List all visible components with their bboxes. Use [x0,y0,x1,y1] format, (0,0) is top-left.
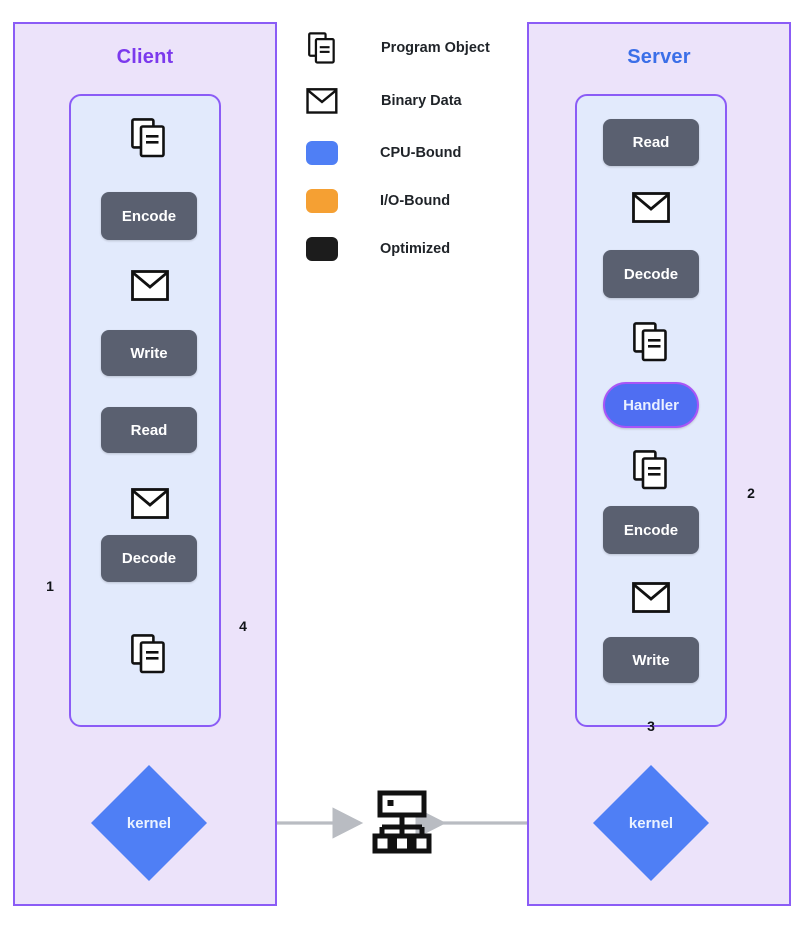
legend-item-io-bound: I/O-Bound [306,189,450,213]
io-bound-swatch [306,189,338,213]
client-node-write[interactable]: Write [101,330,197,376]
wire-label-4: 4 [239,618,247,634]
server-program-object-out [633,450,669,490]
program-object-icon [305,32,339,64]
legend-label-binary-data: Binary Data [381,93,462,109]
client-kernel-label: kernel [126,814,172,832]
server-kernel-label: kernel [628,814,674,832]
legend: Program Object Binary Data CPU-Bound I/O… [305,30,505,270]
client-binary-data-out [131,270,169,301]
server-binary-data-in [632,192,670,223]
legend-label-cpu-bound: CPU-Bound [380,145,462,161]
server-node-decode[interactable]: Decode [603,250,699,298]
wire-label-3: 3 [647,718,655,734]
optimized-swatch [306,237,338,261]
wire-label-2: 2 [747,485,755,501]
server-kernel[interactable]: kernel [591,763,711,883]
legend-item-optimized: Optimized [306,237,450,261]
client-kernel[interactable]: kernel [89,763,209,883]
server-binary-data-out [632,582,670,613]
server-program-object-in [633,322,669,362]
client-node-encode[interactable]: Encode [101,192,197,240]
wire-label-1: 1 [46,578,54,594]
server-node-encode[interactable]: Encode [603,506,699,554]
legend-item-program-object: Program Object [305,32,490,64]
server-node-write[interactable]: Write [603,637,699,683]
network-hub-icon [372,790,432,856]
client-node-read[interactable]: Read [101,407,197,453]
server-panel-title: Server [627,46,691,68]
client-binary-data-in [131,488,169,519]
legend-item-binary-data: Binary Data [305,87,462,115]
legend-label-program-object: Program Object [381,40,490,56]
client-panel-title: Client [116,46,174,68]
client-program-object-in [131,118,167,158]
binary-data-icon [305,87,339,115]
client-program-object-out [131,634,167,674]
legend-label-io-bound: I/O-Bound [380,193,451,209]
legend-label-optimized: Optimized [380,241,451,257]
server-node-read[interactable]: Read [603,119,699,166]
server-node-handler[interactable]: Handler [603,382,699,428]
cpu-bound-swatch [306,141,338,165]
legend-item-cpu-bound: CPU-Bound [306,141,461,165]
client-node-decode[interactable]: Decode [101,535,197,582]
